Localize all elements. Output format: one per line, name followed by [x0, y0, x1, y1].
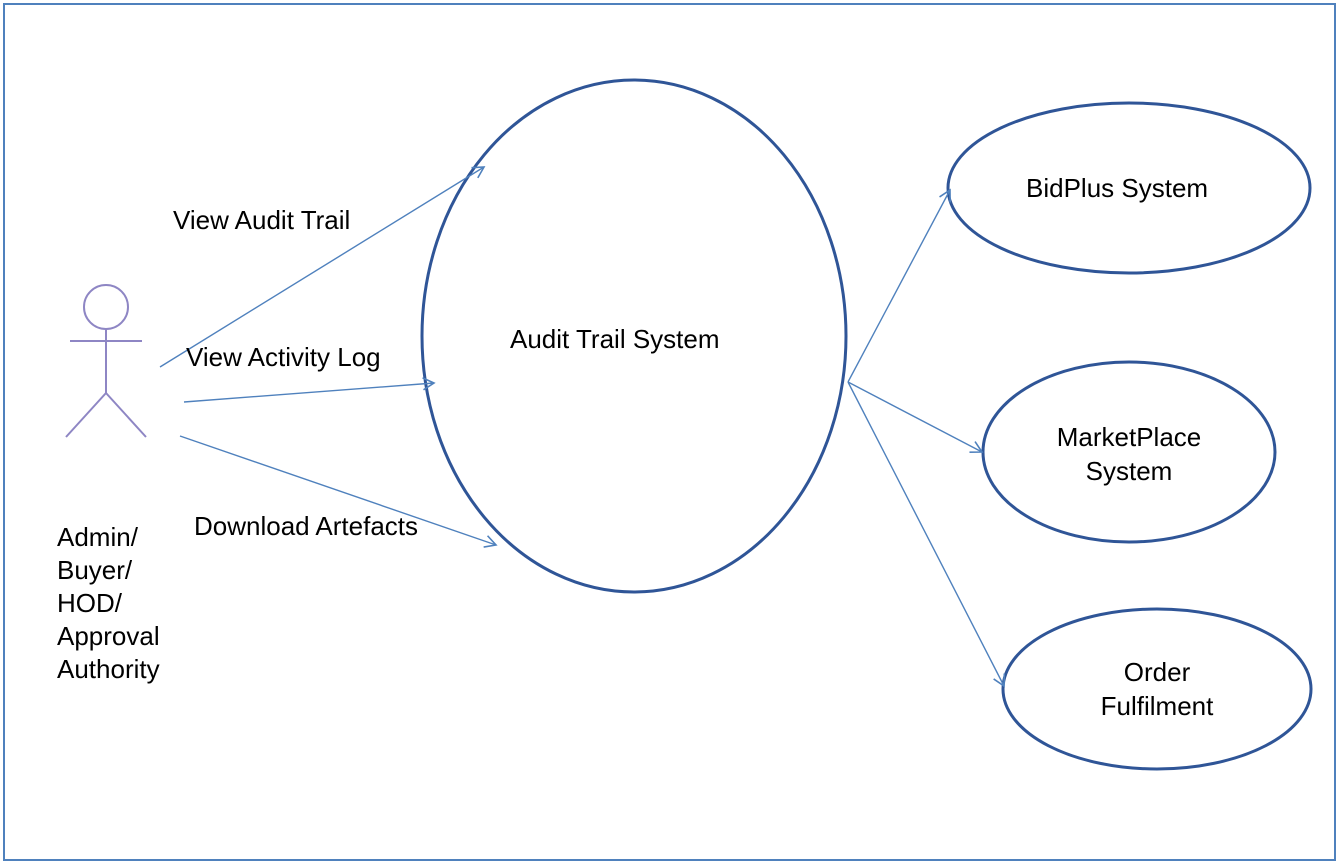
- arrow-view-audit-trail: [159, 166, 486, 368]
- edge-label-view-audit-trail: View Audit Trail: [173, 205, 351, 235]
- node-label-bidplus-system: BidPlus System: [1026, 173, 1209, 203]
- arrow-download-artefacts: [179, 435, 498, 548]
- edge-label-view-activity-log: View Activity Log: [186, 342, 381, 372]
- actor-name-line: Admin/: [57, 522, 138, 552]
- audit-trail-system-ellipse: [420, 78, 848, 594]
- actor-left-leg: [65, 392, 107, 438]
- actor-name-line: Buyer/: [57, 555, 133, 585]
- marketplace-label-line1: MarketPlace: [1056, 422, 1202, 452]
- arrow-view-activity-log: [183, 377, 436, 403]
- order-fulfilment-label-line1: Order: [1123, 657, 1191, 687]
- arrow-to-order-fulfilment: [847, 381, 1006, 688]
- order-fulfilment-ellipse: [1001, 607, 1313, 771]
- node-label-audit-trail-system: Audit Trail System: [510, 324, 720, 354]
- actor-name-line: HOD/: [57, 588, 122, 618]
- actor-right-leg: [105, 392, 147, 438]
- arrow-to-marketplace: [847, 381, 984, 454]
- node-label-order-fulfilment: Order Fulfilment: [1057, 655, 1257, 723]
- actor-name-label: Admin/ Buyer/ HOD/ Approval Authority: [57, 521, 160, 686]
- node-label-marketplace-system: MarketPlace System: [1029, 420, 1229, 488]
- actor-head: [83, 284, 129, 330]
- actor-icon: [65, 284, 147, 438]
- actor-name-line: Approval: [57, 621, 160, 651]
- bidplus-system-ellipse: [946, 101, 1312, 275]
- edge-label-download-artefacts: Download Artefacts: [194, 511, 419, 541]
- actor-name-line: Authority: [57, 654, 160, 684]
- marketplace-label-line2: System: [1085, 456, 1173, 486]
- order-fulfilment-label-line2: Fulfilment: [1100, 691, 1214, 721]
- arrow-to-bidplus: [847, 188, 951, 383]
